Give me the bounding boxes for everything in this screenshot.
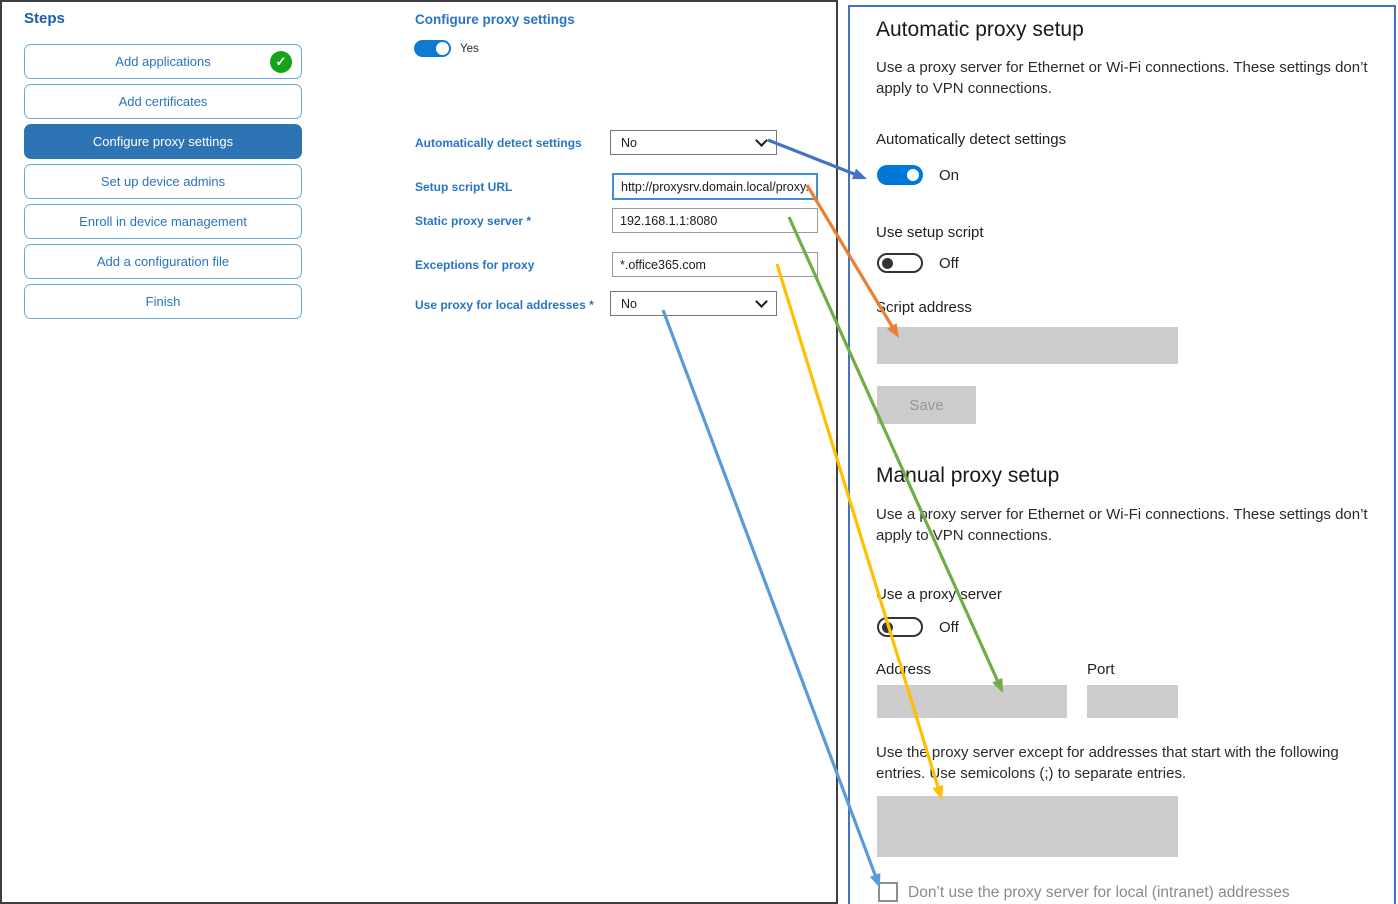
step-label: Configure proxy settings xyxy=(92,134,234,149)
use-proxy-server-label: Use a proxy server xyxy=(876,586,1002,603)
local-addresses-select[interactable]: No xyxy=(610,291,777,316)
use-proxy-server-state: Off xyxy=(939,619,959,636)
completed-check-icon: ✓ xyxy=(270,50,292,73)
save-button[interactable]: Save xyxy=(877,386,976,424)
exceptions-label: Exceptions for proxy xyxy=(415,258,535,272)
detect-settings-toggle[interactable] xyxy=(877,165,923,185)
step-label: Add a configuration file xyxy=(96,254,230,269)
auto-detect-label: Automatically detect settings xyxy=(415,136,582,150)
automatic-proxy-description: Use a proxy server for Ethernet or Wi-Fi… xyxy=(876,59,1368,97)
local-addresses-checkbox[interactable] xyxy=(878,882,898,902)
static-proxy-input[interactable] xyxy=(612,208,818,233)
script-address-label: Script address xyxy=(876,299,972,316)
chevron-down-icon xyxy=(755,134,768,147)
address-input[interactable] xyxy=(877,685,1067,718)
use-setup-script-label: Use setup script xyxy=(876,224,984,241)
setup-script-url-input[interactable] xyxy=(612,173,818,200)
step-label: Set up device admins xyxy=(100,174,226,189)
steps-title: Steps xyxy=(24,10,65,27)
use-setup-script-toggle[interactable] xyxy=(877,253,923,273)
use-proxy-server-toggle[interactable] xyxy=(877,617,923,637)
setup-script-url-label: Setup script URL xyxy=(415,180,513,194)
configure-proxy-toggle[interactable] xyxy=(414,40,451,57)
step-configure-proxy-settings[interactable]: Configure proxy settings xyxy=(24,124,302,159)
auto-detect-select[interactable]: No xyxy=(610,130,777,155)
port-label: Port xyxy=(1087,661,1115,678)
proxy-exceptions-textarea[interactable] xyxy=(877,796,1178,857)
chevron-down-icon xyxy=(755,295,768,308)
detect-settings-state: On xyxy=(939,167,960,184)
exceptions-input[interactable] xyxy=(612,252,818,277)
step-label: Finish xyxy=(145,294,181,309)
step-finish[interactable]: Finish xyxy=(24,284,302,319)
script-address-input[interactable] xyxy=(877,327,1178,364)
manual-proxy-description: Use a proxy server for Ethernet or Wi-Fi… xyxy=(876,506,1368,544)
local-addresses-label: Use proxy for local addresses * xyxy=(415,298,594,312)
settings-screenshot-panel: Automatic proxy setup Use a proxy server… xyxy=(848,5,1396,904)
wizard-window: Steps Add applications ✓ Add certificate… xyxy=(0,0,838,904)
detect-settings-label: Automatically detect settings xyxy=(876,131,1067,148)
configure-proxy-toggle-label: Yes xyxy=(460,43,479,55)
step-add-applications[interactable]: Add applications ✓ xyxy=(24,44,302,79)
step-set-up-device-admins[interactable]: Set up device admins xyxy=(24,164,302,199)
local-addresses-value: No xyxy=(621,296,637,311)
step-enroll-device-management[interactable]: Enroll in device management xyxy=(24,204,302,239)
step-label: Add applications xyxy=(115,54,211,69)
step-label: Add certificates xyxy=(118,94,208,109)
form-title: Configure proxy settings xyxy=(415,12,575,27)
proxy-exceptions-description: Use the proxy server except for addresse… xyxy=(876,744,1339,782)
step-label: Enroll in device management xyxy=(79,214,247,229)
use-setup-script-state: Off xyxy=(939,255,959,272)
static-proxy-label: Static proxy server * xyxy=(415,214,532,228)
step-add-certificates[interactable]: Add certificates xyxy=(24,84,302,119)
address-label: Address xyxy=(876,661,932,678)
step-add-configuration-file[interactable]: Add a configuration file xyxy=(24,244,302,279)
local-addresses-checkbox-label: Don’t use the proxy server for local (in… xyxy=(908,884,1290,901)
automatic-proxy-heading: Automatic proxy setup xyxy=(876,18,1084,41)
manual-proxy-heading: Manual proxy setup xyxy=(876,464,1060,487)
port-input[interactable] xyxy=(1087,685,1178,718)
auto-detect-value: No xyxy=(621,135,637,150)
